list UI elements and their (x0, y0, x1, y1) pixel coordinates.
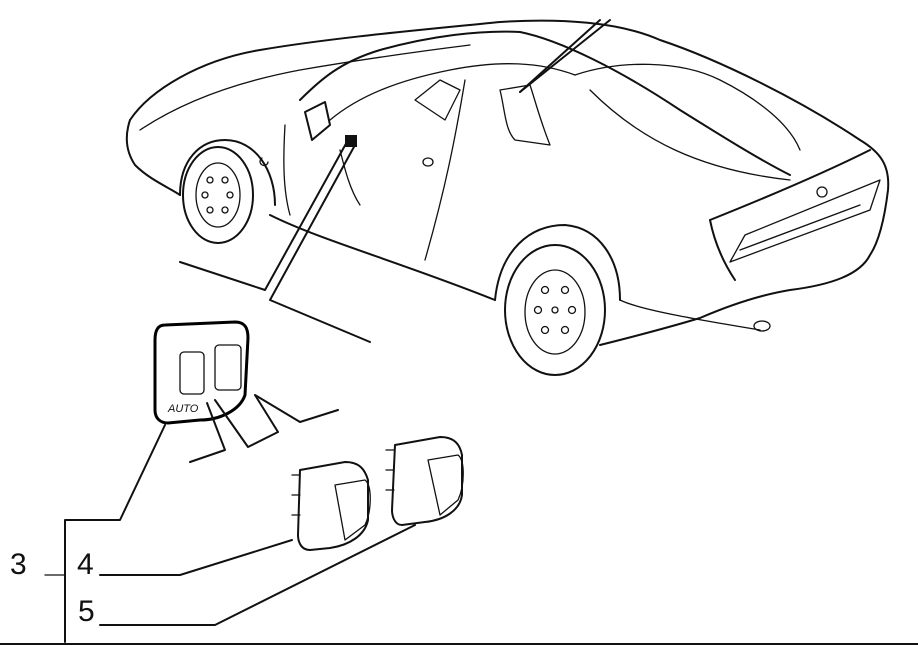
car-drawing (125, 19, 890, 376)
callout-3: 3 (10, 548, 27, 581)
switch-5 (99, 436, 464, 626)
leader-lines (179, 19, 611, 343)
callout-5: 5 (78, 595, 95, 628)
switch-panel-auto: AUTO (64, 320, 339, 643)
auto-label: AUTO (167, 403, 199, 415)
switch-4 (99, 461, 371, 576)
callout-4: 4 (77, 548, 94, 581)
